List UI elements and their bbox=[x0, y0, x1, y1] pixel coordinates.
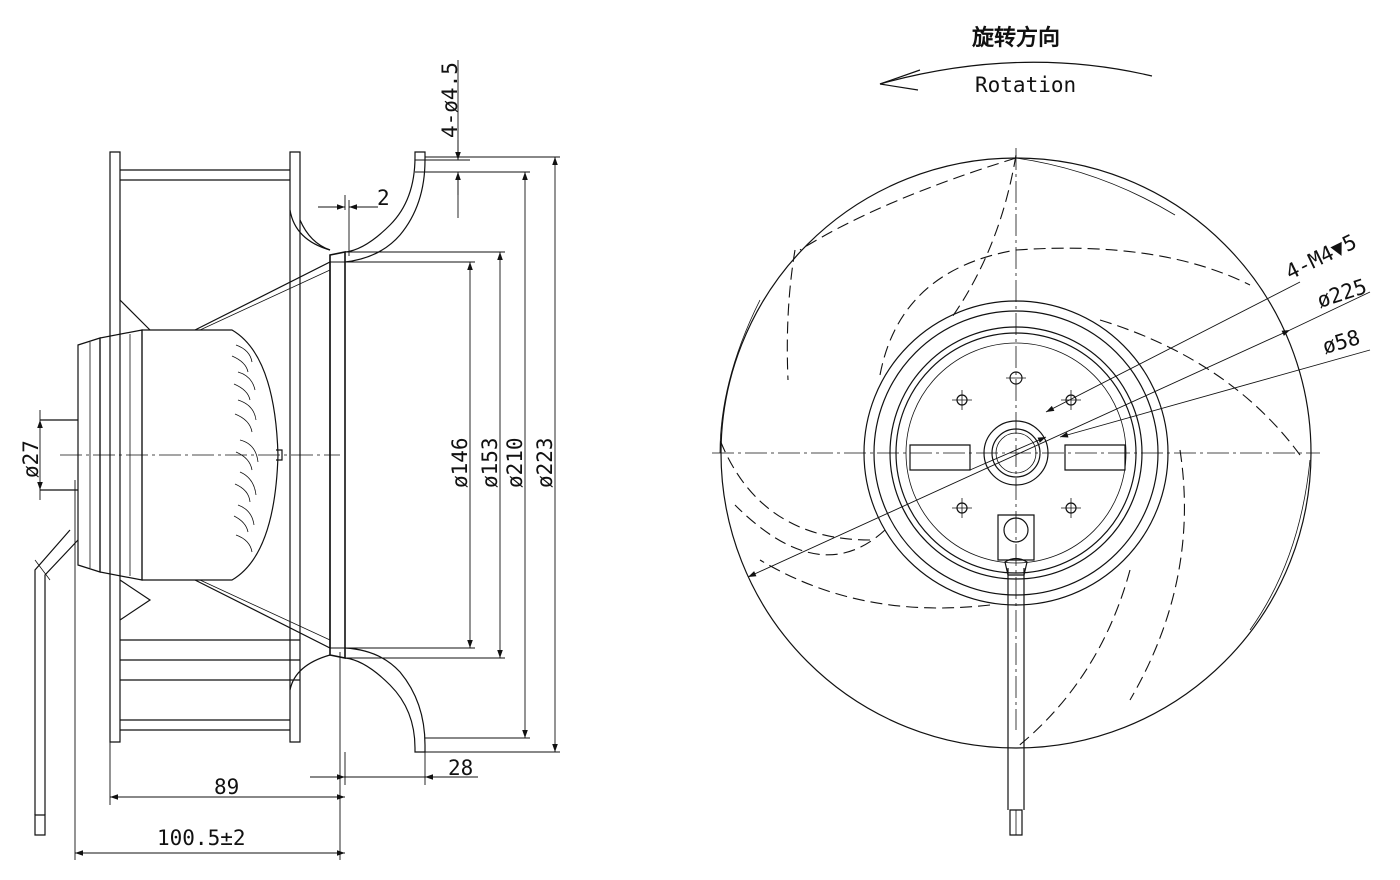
bracket-arm-top bbox=[120, 169, 290, 181]
label-thread: 4-M4▼5 bbox=[1282, 230, 1361, 285]
bracket-arm-bottom bbox=[120, 719, 290, 731]
inlet-ring-bottom bbox=[344, 647, 426, 753]
label-89: 89 bbox=[214, 775, 239, 799]
label-gap: 2 bbox=[377, 186, 390, 210]
rotation-arrow bbox=[879, 61, 1153, 85]
label-d223: ø223 bbox=[533, 437, 557, 488]
front-view: 旋转方向 Rotation bbox=[712, 25, 1371, 836]
dim-line-holes bbox=[415, 60, 470, 218]
leader-d58 bbox=[1059, 349, 1371, 438]
shaft-stub bbox=[40, 419, 78, 491]
label-28: 28 bbox=[448, 756, 473, 780]
motor-vent-slots bbox=[231, 344, 259, 553]
front-bracket-plate bbox=[289, 151, 301, 743]
label-d210: ø210 bbox=[503, 437, 527, 488]
label-d27: ø27 bbox=[19, 440, 43, 478]
label-d146: ø146 bbox=[448, 437, 472, 488]
label-holes: 4-ø4.5 bbox=[438, 62, 462, 138]
rotation-label-cn: 旋转方向 bbox=[972, 25, 1060, 51]
motor-rotor-housing bbox=[141, 329, 279, 581]
motor-pad-right bbox=[1064, 444, 1126, 471]
cable-end bbox=[34, 814, 46, 836]
side-ext-lines bbox=[330, 251, 505, 659]
bracket-strut-back bbox=[119, 230, 152, 621]
label-total: 100.5±2 bbox=[157, 826, 246, 850]
bolt-holes bbox=[952, 371, 1081, 518]
motor-pad-left bbox=[909, 444, 971, 471]
front-cable-end bbox=[1009, 809, 1023, 836]
side-view: ø27 ø146 ø153 ø210 ø223 4-ø4.5 2 28 89 1… bbox=[19, 60, 560, 860]
back-bracket-plate bbox=[109, 151, 121, 743]
leader-d225 bbox=[747, 329, 1291, 578]
bracket-lower-bars bbox=[120, 639, 300, 681]
shroud-curves bbox=[289, 209, 331, 691]
cable bbox=[34, 529, 79, 815]
label-d225: ø225 bbox=[1314, 274, 1370, 312]
rotation-label-en: Rotation bbox=[975, 73, 1076, 97]
shaft-end bbox=[276, 449, 283, 461]
inlet-ring-top bbox=[344, 151, 426, 263]
front-cable bbox=[1007, 568, 1025, 810]
label-d153: ø153 bbox=[478, 437, 502, 488]
